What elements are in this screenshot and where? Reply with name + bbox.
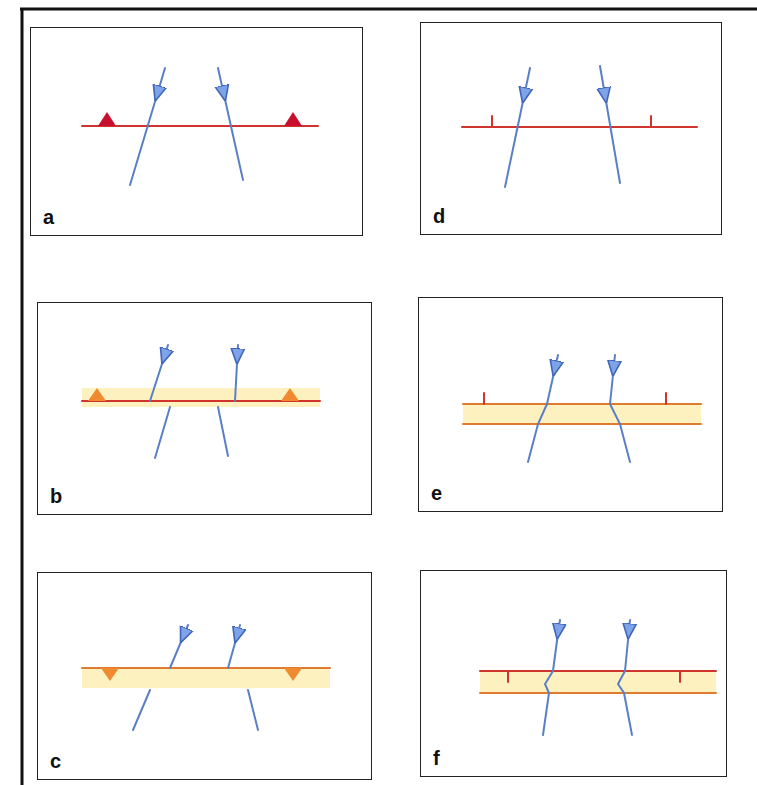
figure-panel: c	[37, 572, 372, 780]
panel-letter: d	[433, 206, 445, 226]
panel-letter: b	[50, 486, 62, 506]
figure-panel: a	[30, 27, 363, 236]
figure-panel: b	[37, 302, 372, 515]
panel-letter: c	[50, 751, 61, 771]
panel-letter: f	[433, 748, 440, 768]
figure-panel: f	[420, 570, 727, 777]
figure-panel: e	[418, 297, 723, 512]
figure-panel: d	[420, 22, 722, 235]
panel-letter: e	[431, 483, 442, 503]
panel-letter: a	[43, 207, 54, 227]
